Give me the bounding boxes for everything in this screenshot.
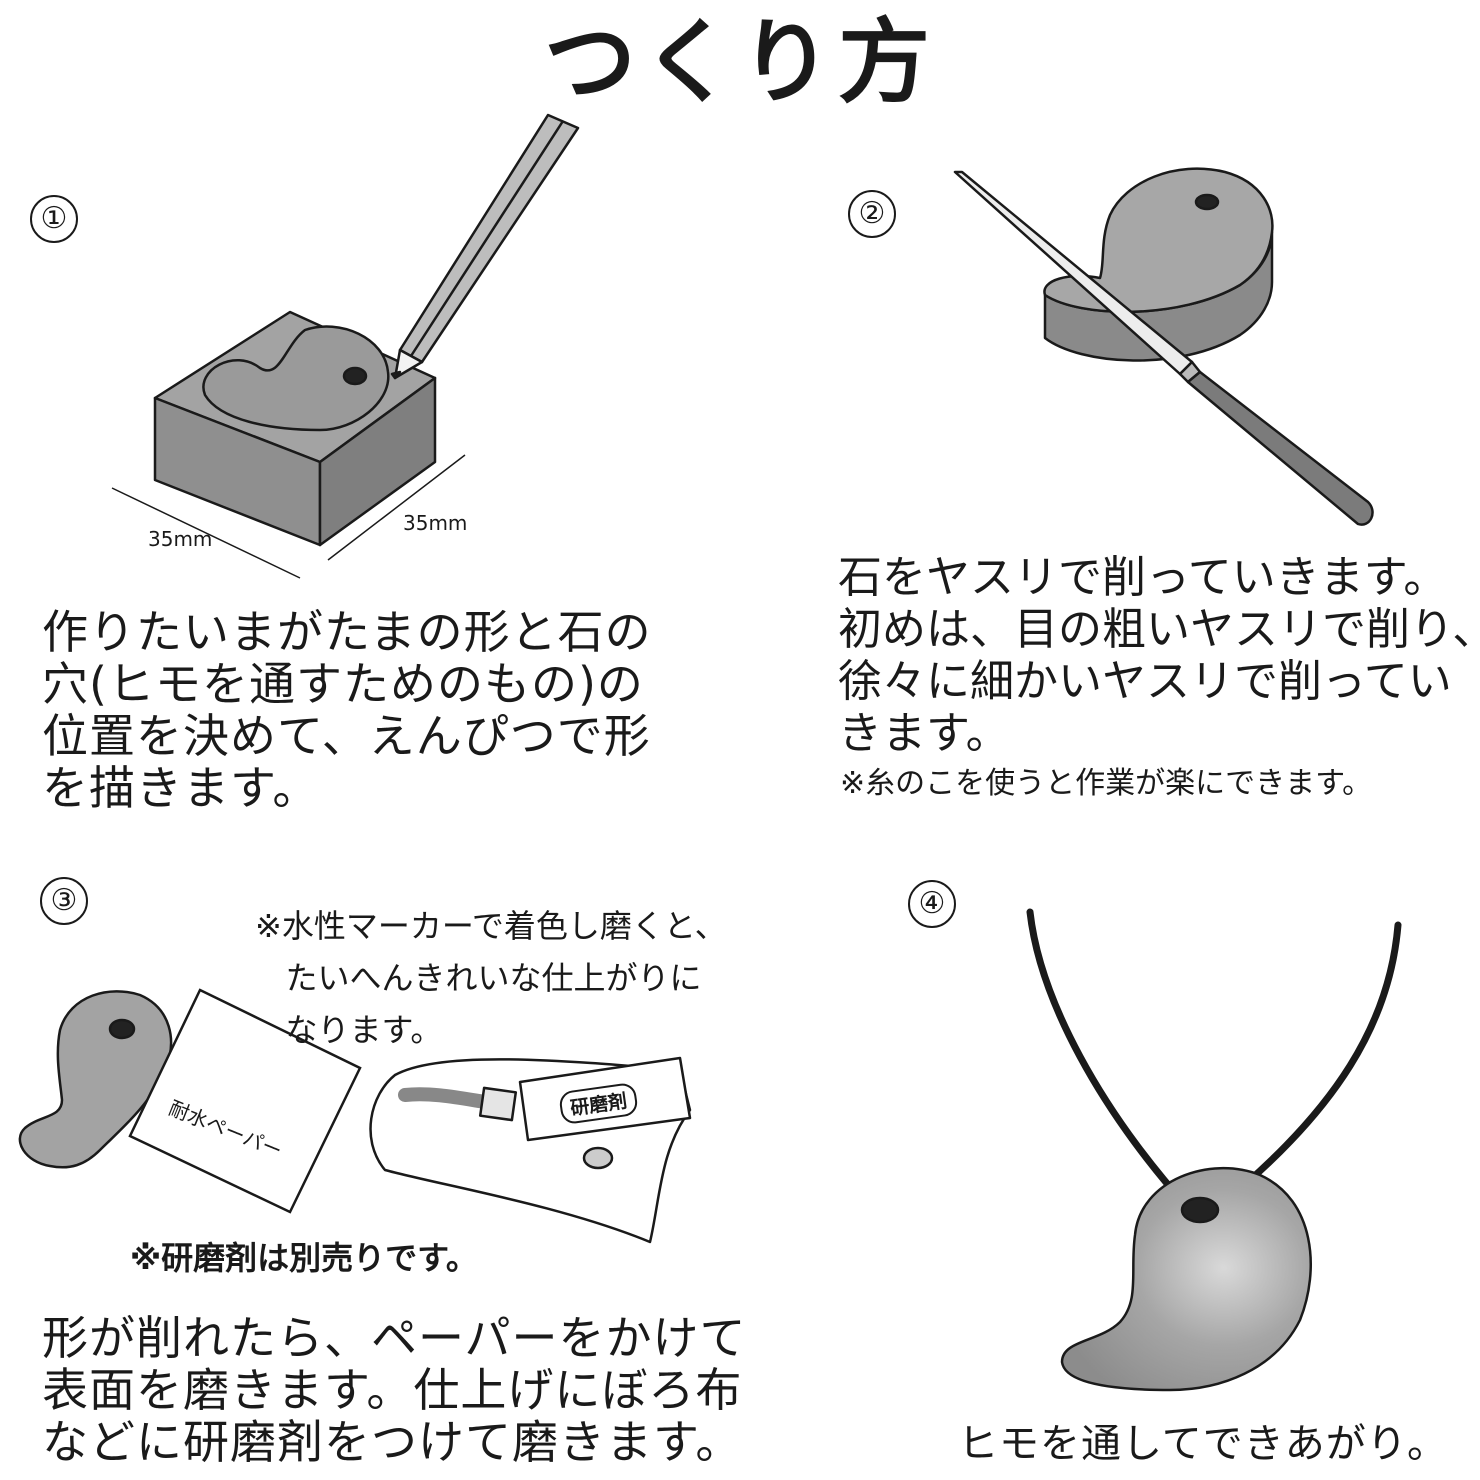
- dimension-depth-label: 35mm: [403, 511, 468, 535]
- step-number-1: ①: [30, 195, 78, 243]
- step-3-sold-separately-note: ※研磨剤は別売りです。: [130, 1239, 478, 1277]
- step-3-instructions: 形が削れたら、ペーパーをかけて 表面を磨きます。仕上げにぼろ布 などに研磨剤をつ…: [42, 1311, 747, 1469]
- step-number-3: ③: [40, 877, 88, 925]
- sandpaper-illustration: [128, 988, 362, 1214]
- magatama-stone-illustration: [18, 990, 173, 1169]
- stone-block-illustration: [153, 310, 437, 547]
- step-3-marker-note: ※水性マーカーで着色し磨くと、 たいへんきれいな仕上がりに なります。: [255, 907, 727, 1049]
- necklace-cord: [1026, 908, 1402, 1216]
- step-4-instructions: ヒモを通してできあがり。: [958, 1421, 1448, 1467]
- step-number-2: ②: [848, 190, 896, 238]
- step-1-instructions: 作りたいまがたまの形と石の 穴(ヒモを通すためのもの)の 位置を決めて、えんぴつ…: [42, 605, 652, 815]
- step-2-instructions: 石をヤスリで削っていきます。 初めは、目の粗いヤスリで削り、 徐々に細かいヤスリ…: [838, 552, 1480, 759]
- file-tool-icon: [953, 170, 1374, 526]
- dimension-lines: [111, 454, 466, 579]
- step-2-note: ※糸のこを使うと作業が楽にできます。: [840, 766, 1373, 801]
- pencil-icon: [390, 113, 580, 380]
- shaped-stone-illustration: [1043, 167, 1274, 362]
- page-title: つくり方: [543, 9, 936, 116]
- dimension-width-label: 35mm: [148, 527, 213, 551]
- magatama-pendant-illustration: [1060, 1166, 1312, 1392]
- polish-tube-illustration: [369, 1056, 692, 1244]
- step-number-4: ④: [908, 880, 956, 928]
